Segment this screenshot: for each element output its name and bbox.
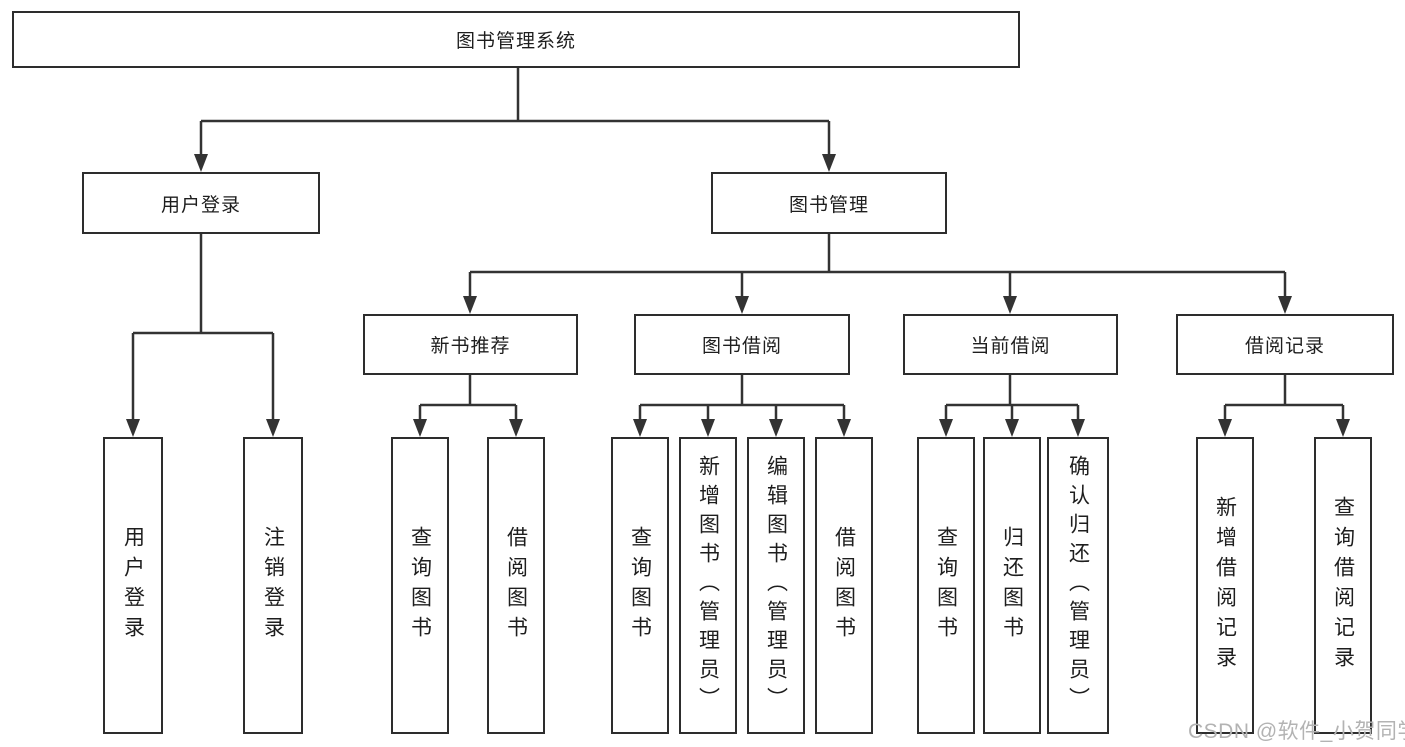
leaf-label: 注销登录 (261, 525, 285, 646)
leaf-label: 用户登录 (121, 525, 145, 646)
node-label: 图书管理系统 (455, 31, 576, 52)
leaf-label: 新增借阅记录 (1213, 495, 1237, 676)
arrowhead (1003, 296, 1017, 314)
leaf-label: 编辑图书（管理员） (764, 455, 788, 716)
node-label: 图书借阅 (701, 336, 782, 357)
arrowhead (1005, 419, 1019, 437)
node-current-borrowing: 当前借阅 (903, 314, 1118, 375)
leaf-label: 查询图书 (628, 525, 652, 646)
leaf-query-books-recommend: 查询图书 (391, 437, 449, 734)
arrowhead (413, 419, 427, 437)
leaf-label: 归还图书 (1000, 525, 1024, 646)
node-new-book-recommendation: 新书推荐 (363, 314, 578, 375)
arrowhead (633, 419, 647, 437)
leaf-query-books-current: 查询图书 (917, 437, 975, 734)
arrowhead (1218, 419, 1232, 437)
arrowhead (1336, 419, 1350, 437)
node-user-login: 用户登录 (82, 172, 320, 234)
leaf-edit-book-admin: 编辑图书（管理员） (747, 437, 805, 734)
leaf-borrow-books-recommend: 借阅图书 (487, 437, 545, 734)
leaf-label: 新增图书（管理员） (696, 455, 720, 716)
node-borrowing-records: 借阅记录 (1176, 314, 1394, 375)
arrowhead (1278, 296, 1292, 314)
leaf-label: 查询借阅记录 (1331, 495, 1355, 676)
node-label: 用户登录 (160, 194, 241, 216)
arrowhead (266, 419, 280, 437)
leaf-user-login: 用户登录 (103, 437, 163, 734)
leaf-label: 确认归还（管理员） (1066, 455, 1090, 716)
node-library-management-system: 图书管理系统 (12, 11, 1020, 68)
leaf-query-borrow-record: 查询借阅记录 (1314, 437, 1372, 734)
leaf-add-borrow-record: 新增借阅记录 (1196, 437, 1254, 734)
leaf-label: 借阅图书 (504, 525, 528, 646)
leaf-query-books-borrowing: 查询图书 (611, 437, 669, 734)
leaf-label: 查询图书 (934, 525, 958, 646)
leaf-logout: 注销登录 (243, 437, 303, 734)
leaf-add-book-admin: 新增图书（管理员） (679, 437, 737, 734)
csdn-watermark: CSDN @软件_小贺同学 (1188, 720, 1405, 743)
arrowhead (701, 419, 715, 437)
arrowhead (126, 419, 140, 437)
leaf-label: 查询图书 (408, 525, 432, 646)
leaf-borrow-books-borrowing: 借阅图书 (815, 437, 873, 734)
node-label: 图书管理 (788, 194, 869, 216)
node-book-borrowing: 图书借阅 (634, 314, 850, 375)
node-label: 当前借阅 (970, 336, 1051, 357)
arrowhead (769, 419, 783, 437)
leaf-label: 借阅图书 (832, 525, 856, 646)
arrowhead (509, 419, 523, 437)
arrowhead (939, 419, 953, 437)
arrowhead (735, 296, 749, 314)
node-book-management: 图书管理 (711, 172, 947, 234)
node-label: 借阅记录 (1244, 336, 1325, 357)
arrowhead (822, 154, 836, 172)
leaf-confirm-return-admin: 确认归还（管理员） (1047, 437, 1109, 734)
arrowhead (1071, 419, 1085, 437)
arrowhead (837, 419, 851, 437)
arrowhead (463, 296, 477, 314)
arrowhead (194, 154, 208, 172)
leaf-return-books: 归还图书 (983, 437, 1041, 734)
node-label: 新书推荐 (430, 336, 511, 357)
